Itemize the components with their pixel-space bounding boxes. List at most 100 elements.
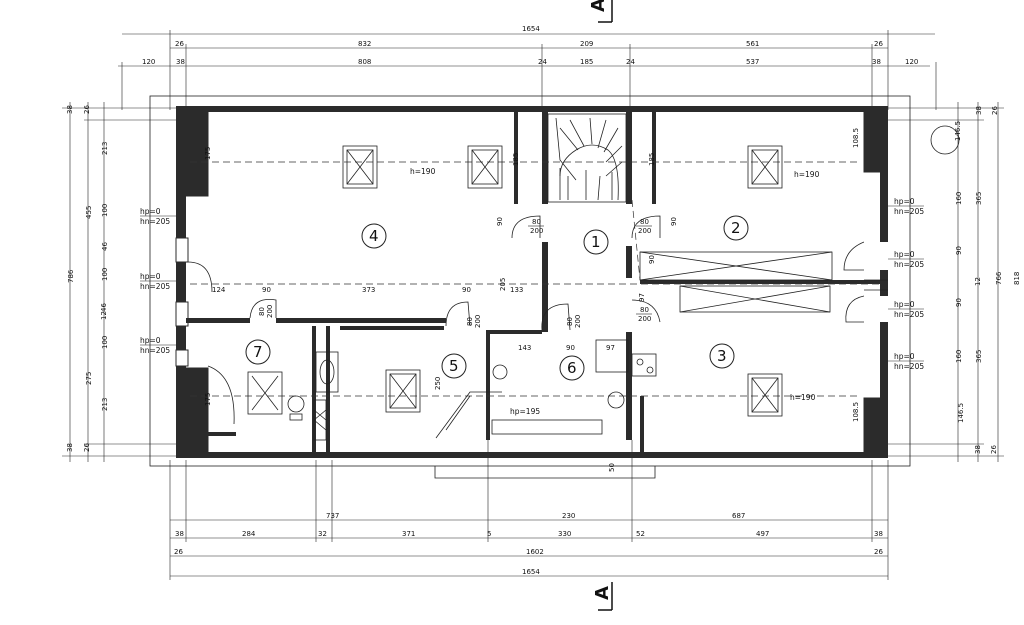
door-width: 80 <box>466 317 474 326</box>
dim-175-bottom: 175 <box>204 393 212 406</box>
dim-250: 250 <box>434 377 442 390</box>
dim-left-100-c: 100 <box>101 336 109 349</box>
dim-185-left: 185 <box>512 153 520 166</box>
dim-bottom-38-left: 38 <box>175 530 184 538</box>
dim-bottom-371: 371 <box>402 530 415 538</box>
dim-top-808: 808 <box>358 58 371 66</box>
svg-text:hn=205: hn=205 <box>894 207 924 216</box>
svg-text:hn=205: hn=205 <box>894 310 924 319</box>
window-tag-left-2: hp=0 hn=205 <box>140 272 176 291</box>
dim-bottom-32: 32 <box>318 530 327 538</box>
door-label-room4-stair: 80 200 <box>528 218 544 235</box>
dim-top-38-left: 38 <box>176 58 185 66</box>
dim-right-365-top: 365 <box>975 192 983 205</box>
door-height: 200 <box>574 315 582 328</box>
door-size-labels: 80 200 80 200 80 200 80 200 80 200 80 20… <box>258 218 652 328</box>
dim-top-832: 832 <box>358 40 371 48</box>
svg-text:hn=205: hn=205 <box>894 260 924 269</box>
svg-text:hp=0: hp=0 <box>894 250 915 259</box>
door-label-room6: 80 200 <box>566 315 582 328</box>
door-label-room5: 80 200 <box>466 315 482 328</box>
dim-175-top: 175 <box>204 147 212 160</box>
dim-bottom-737: 737 <box>326 512 339 520</box>
dim-bottom-overall: 1654 <box>522 568 540 576</box>
dim-top-26-right: 26 <box>874 40 883 48</box>
window-tag-right-4: hp=0 hn=205 <box>888 352 924 371</box>
window-tags: hp=0 hn=205 hp=0 hn=205 hp=0 hn=205 hp=0… <box>140 197 924 371</box>
dim-left-213-bottom: 213 <box>101 398 109 411</box>
section-marker-top: A <box>588 0 613 23</box>
dim-90-a: 90 <box>262 286 271 294</box>
dim-left-26-bottom: 26 <box>83 443 91 452</box>
gable-openings <box>864 242 888 322</box>
skylight-room4-left <box>342 145 378 189</box>
window-tag-left-1: hp=0 hn=205 <box>140 207 176 226</box>
dim-right-766: 766 <box>995 271 1003 285</box>
svg-text:hn=205: hn=205 <box>894 362 924 371</box>
dim-97-b: 97 <box>638 293 646 302</box>
door-swings <box>187 215 865 425</box>
door-height: 200 <box>638 227 651 235</box>
window-tag-left-3: hp=0 hn=205 <box>140 336 176 355</box>
room-number-1: 1 <box>591 233 601 251</box>
dim-right-146-5-top: 146.5 <box>954 121 962 141</box>
dimension-chain-left: 38 26 213 455 100 46 786 100 12 46 100 2… <box>62 102 176 462</box>
dim-right-26-top: 26 <box>991 106 999 115</box>
dim-left-100-a: 100 <box>101 204 109 217</box>
door-height: 200 <box>530 227 543 235</box>
skylight-room3 <box>747 373 783 417</box>
dim-top-120-right: 120 <box>905 58 918 66</box>
dim-143: 143 <box>518 344 531 352</box>
dim-205: 205 <box>499 278 507 291</box>
room-labels: 4 1 2 3 5 6 7 <box>245 215 749 381</box>
svg-text:hp=0: hp=0 <box>140 207 161 216</box>
shower-room6 <box>595 339 629 373</box>
exterior-walls <box>175 106 888 458</box>
window-tag-right-1: hp=0 hn=205 <box>888 197 924 216</box>
dashed-reference-lines <box>190 161 880 397</box>
dim-108-5-top: 108.5 <box>852 128 860 148</box>
dim-left-455: 455 <box>85 206 93 219</box>
svg-text:hp=0: hp=0 <box>894 352 915 361</box>
dim-left-12: 12 <box>100 311 108 320</box>
room-number-5: 5 <box>449 357 459 375</box>
dim-left-38-bottom: 38 <box>66 443 74 452</box>
dim-right-38-bottom: 38 <box>974 445 982 454</box>
dimension-chain-bottom: 737 230 687 38 284 32 371 5 330 52 497 3… <box>169 340 889 580</box>
floor-void <box>639 251 833 313</box>
section-marker-bottom: A <box>592 582 613 611</box>
dim-left-786: 786 <box>67 269 75 283</box>
svg-text:hn=205: hn=205 <box>140 217 170 226</box>
dim-top-185: 185 <box>580 58 593 66</box>
height-note-room6: hp=195 <box>510 407 540 416</box>
section-label-bottom: A <box>592 586 613 600</box>
height-note-room4: h=190 <box>410 167 436 176</box>
toilet-room6 <box>607 391 625 409</box>
dim-top-26-left: 26 <box>175 40 184 48</box>
dim-bottom-497: 497 <box>756 530 769 538</box>
dim-bottom-38-right: 38 <box>874 530 883 538</box>
dim-top-209: 209 <box>580 40 593 48</box>
dim-right-160-top: 160 <box>955 192 963 205</box>
dim-right-365-bottom: 365 <box>975 350 983 363</box>
height-note-room2: h=190 <box>794 170 820 179</box>
dim-top-24-right: 24 <box>626 58 635 66</box>
dim-top-24-left: 24 <box>538 58 547 66</box>
dim-left-213-top: 213 <box>101 142 109 155</box>
dim-90-stair-left: 90 <box>496 217 504 226</box>
dim-bottom-687: 687 <box>732 512 745 520</box>
washbasin-room7 <box>315 351 339 393</box>
bathroom-fixtures <box>287 339 657 441</box>
window-tag-right-3: hp=0 hn=205 <box>888 300 924 319</box>
svg-text:hn=205: hn=205 <box>140 346 170 355</box>
skylight-room2 <box>747 145 783 189</box>
door-label-room3: 80 200 <box>636 306 652 323</box>
door-width: 80 <box>640 218 649 226</box>
svg-text:hp=0: hp=0 <box>894 197 915 206</box>
room-number-7: 7 <box>253 343 263 361</box>
dim-133: 133 <box>510 286 523 294</box>
skylight-room4-right <box>467 145 503 189</box>
dim-bottom-50: 50 <box>608 463 616 472</box>
dim-left-100-b: 100 <box>101 268 109 281</box>
